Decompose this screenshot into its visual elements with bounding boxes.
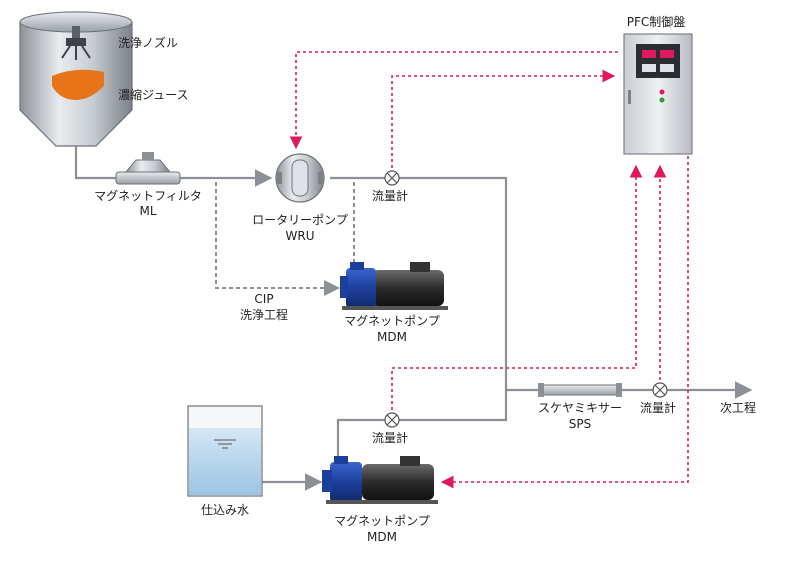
nozzle-icon: [61, 26, 91, 60]
pfc-control-panel: PFC制御盤: [623, 14, 693, 155]
cip-label: CIP 洗浄工程: [240, 292, 288, 322]
rotary-pump: ロータリーポンプ WRU: [252, 153, 348, 243]
signal-to-rotary-pump: [289, 51, 618, 150]
cip-line2: 洗浄工程: [240, 307, 288, 322]
pump-middle-code: MDM: [377, 330, 407, 344]
flowmeter-bottom: 流量計: [372, 412, 408, 445]
concentrate-liquid: [52, 69, 104, 100]
cip-line1: CIP: [254, 292, 273, 306]
flowmeter-bottom-label: 流量計: [372, 430, 408, 445]
pump-bottom-name: マグネットポンプ: [334, 514, 430, 528]
magnet-pump-middle: マグネットポンプ MDM: [340, 262, 448, 344]
flowmeter-top: 流量計: [372, 170, 408, 203]
tank-outlet-pipe: [74, 140, 118, 180]
flowmeter-right: 流量計: [640, 382, 676, 415]
nozzle-label: 洗浄ノズル: [118, 35, 178, 50]
signal-flowmeter-bottom: [391, 164, 643, 410]
pump-middle-name: マグネットポンプ: [344, 314, 440, 328]
flowmeter-top-label: 流量計: [372, 188, 408, 203]
mixer-code: SPS: [569, 417, 591, 431]
water-tank: 仕込み水: [187, 405, 263, 517]
magnet-filter: マグネットフィルタ ML: [94, 152, 202, 218]
process-piping: [74, 140, 753, 491]
juice-tank: 洗浄ノズル 濃縮ジュース: [19, 11, 189, 147]
next-process-label: 次工程: [720, 400, 756, 415]
signal-flowmeter-top: [391, 69, 616, 168]
filter-code: ML: [139, 204, 156, 218]
rotary-pump-name: ロータリーポンプ: [252, 213, 348, 227]
cip-lines: [215, 182, 355, 296]
static-mixer: スケヤミキサー SPS: [538, 383, 622, 431]
pump-bottom-code: MDM: [367, 530, 397, 544]
concentrate-label: 濃縮ジュース: [118, 87, 189, 102]
rotary-pump-code: WRU: [286, 229, 315, 243]
mixer-name: スケヤミキサー: [538, 401, 622, 415]
water-tank-label: 仕込み水: [201, 503, 249, 517]
filter-name: マグネットフィルタ: [94, 189, 202, 203]
magnet-pump-bottom: マグネットポンプ MDM: [322, 456, 438, 544]
control-signals: [289, 51, 689, 489]
main-line-pipe: [330, 176, 753, 399]
control-panel-title: PFC制御盤: [627, 14, 686, 29]
water-pump-outlet-pipe: [336, 390, 508, 488]
signal-to-bottom-pump: [440, 156, 689, 489]
flowmeter-right-label: 流量計: [640, 400, 676, 415]
cip-line-left: [215, 182, 340, 296]
